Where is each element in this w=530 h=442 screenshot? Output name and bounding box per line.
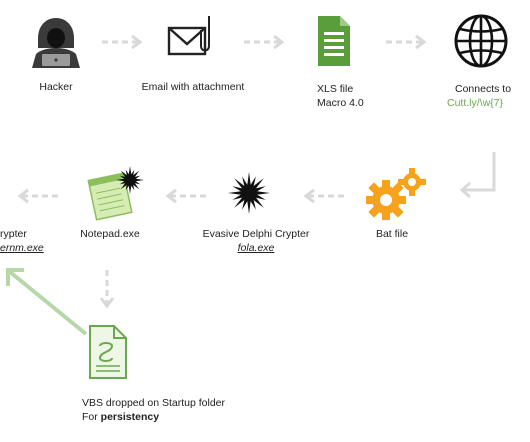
vbs-label-bold: persistency [100, 411, 160, 423]
email-icon [165, 14, 221, 60]
arrow-crypter-to-notepad [162, 188, 208, 204]
xls-label-line2: Macro 4.0 [317, 97, 364, 109]
globe-icon [452, 12, 510, 70]
vbs-label-line2: For persistency [82, 410, 159, 424]
hacker-label: Hacker [39, 81, 73, 93]
notepad-label: Notepad.exe [80, 228, 140, 240]
arrow-vbs-to-left-crypter [0, 262, 90, 338]
bat-label: Bat file [375, 228, 409, 240]
left-crypter-filename: ernm.exe [0, 242, 44, 254]
connects-url: Cutt.ly/\w{7} [447, 97, 504, 109]
vbs-script-icon [86, 324, 130, 380]
vbs-label-line1: VBS dropped on Startup folder [82, 397, 226, 409]
arrow-xls-to-connects [384, 34, 430, 50]
xls-file-icon [314, 14, 354, 68]
arrow-bat-to-crypter [300, 188, 346, 204]
crypter-filename: fola.exe [237, 242, 275, 254]
arrow-hacker-to-email [100, 34, 146, 50]
arrow-connects-return [452, 150, 502, 200]
notepad-icon [84, 166, 146, 222]
crypter-label-line1: Evasive Delphi Crypter [202, 228, 310, 240]
email-label: Email with attachment [141, 81, 245, 93]
left-crypter-label-line1: rypter [0, 228, 27, 240]
arrow-email-to-xls [242, 34, 288, 50]
hacker-icon [28, 14, 84, 70]
arrow-notepad-to-vbs [98, 268, 116, 312]
xls-label-line1: XLS file [317, 83, 354, 95]
connects-label-line1: Connects to [455, 83, 512, 95]
vbs-label-prefix: For [82, 411, 101, 423]
gears-icon [360, 166, 430, 224]
starburst-icon [226, 170, 272, 216]
arrow-notepad-to-left-crypter [14, 188, 60, 204]
